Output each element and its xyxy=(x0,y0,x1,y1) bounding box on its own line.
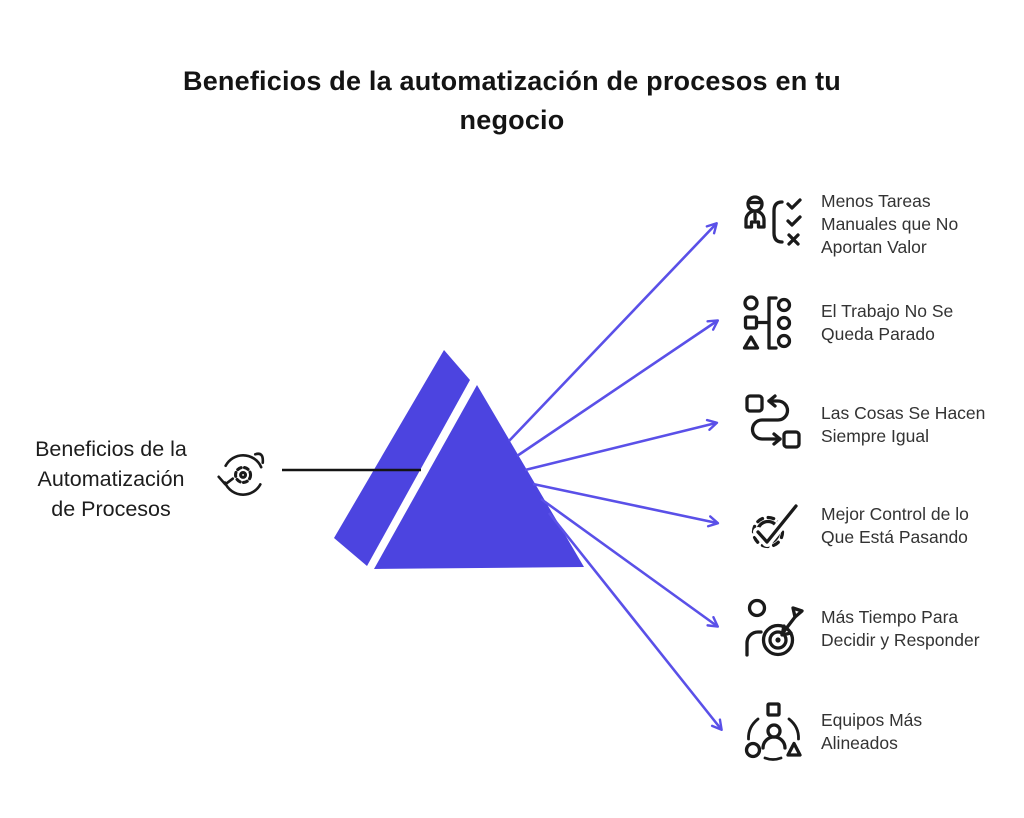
benefit-label-4: Mejor Control de lo Que Está Pasando xyxy=(821,504,969,547)
arrow-benefit-6 xyxy=(547,512,723,731)
shapes-group-icon xyxy=(742,295,792,350)
person-checklist-icon xyxy=(744,194,802,246)
cycle-gear-icon xyxy=(217,452,265,496)
benefit-label-2: El Trabajo No Se Queda Parado xyxy=(821,301,954,344)
arrow-benefit-1 xyxy=(508,222,718,442)
prism-triangle xyxy=(374,385,584,569)
cycle-arrowhead xyxy=(217,475,235,486)
benefit-label-1: Menos Tareas Manuales que No Aportan Val… xyxy=(821,191,959,257)
arrow-benefit-2 xyxy=(516,319,720,458)
cycle-tail-hook xyxy=(253,452,265,465)
process-flow-icon xyxy=(745,394,801,449)
hub-label: Beneficios de la Automatización de Proce… xyxy=(35,437,187,521)
benefit-item-6: Equipos Más Alineados xyxy=(742,699,1024,765)
prism-slab xyxy=(334,350,470,566)
benefit-label-6: Equipos Más Alineados xyxy=(821,710,923,753)
team-shapes-icon xyxy=(744,702,802,761)
gear-check-icon xyxy=(751,501,801,549)
benefit-label-5: Más Tiempo Para Decidir y Responder xyxy=(821,607,980,650)
benefit-item-4: Mejor Control de lo Que Está Pasando xyxy=(742,493,1024,559)
benefit-item-1: Menos Tareas Manuales que No Aportan Val… xyxy=(742,190,1024,259)
page-title: Beneficios de la automatización de proce… xyxy=(183,66,841,135)
arrow-benefit-3 xyxy=(524,418,719,472)
benefit-item-5: Más Tiempo Para Decidir y Responder xyxy=(742,596,1024,662)
arrow-benefit-4 xyxy=(532,482,720,528)
benefit-item-2: El Trabajo No Se Queda Parado xyxy=(742,290,1024,356)
person-target-icon xyxy=(745,598,804,657)
arrow-benefit-5 xyxy=(540,497,720,628)
benefit-label-3: Las Cosas Se Hacen Siempre Igual xyxy=(821,403,986,446)
benefit-item-3: Las Cosas Se Hacen Siempre Igual xyxy=(742,392,1024,458)
